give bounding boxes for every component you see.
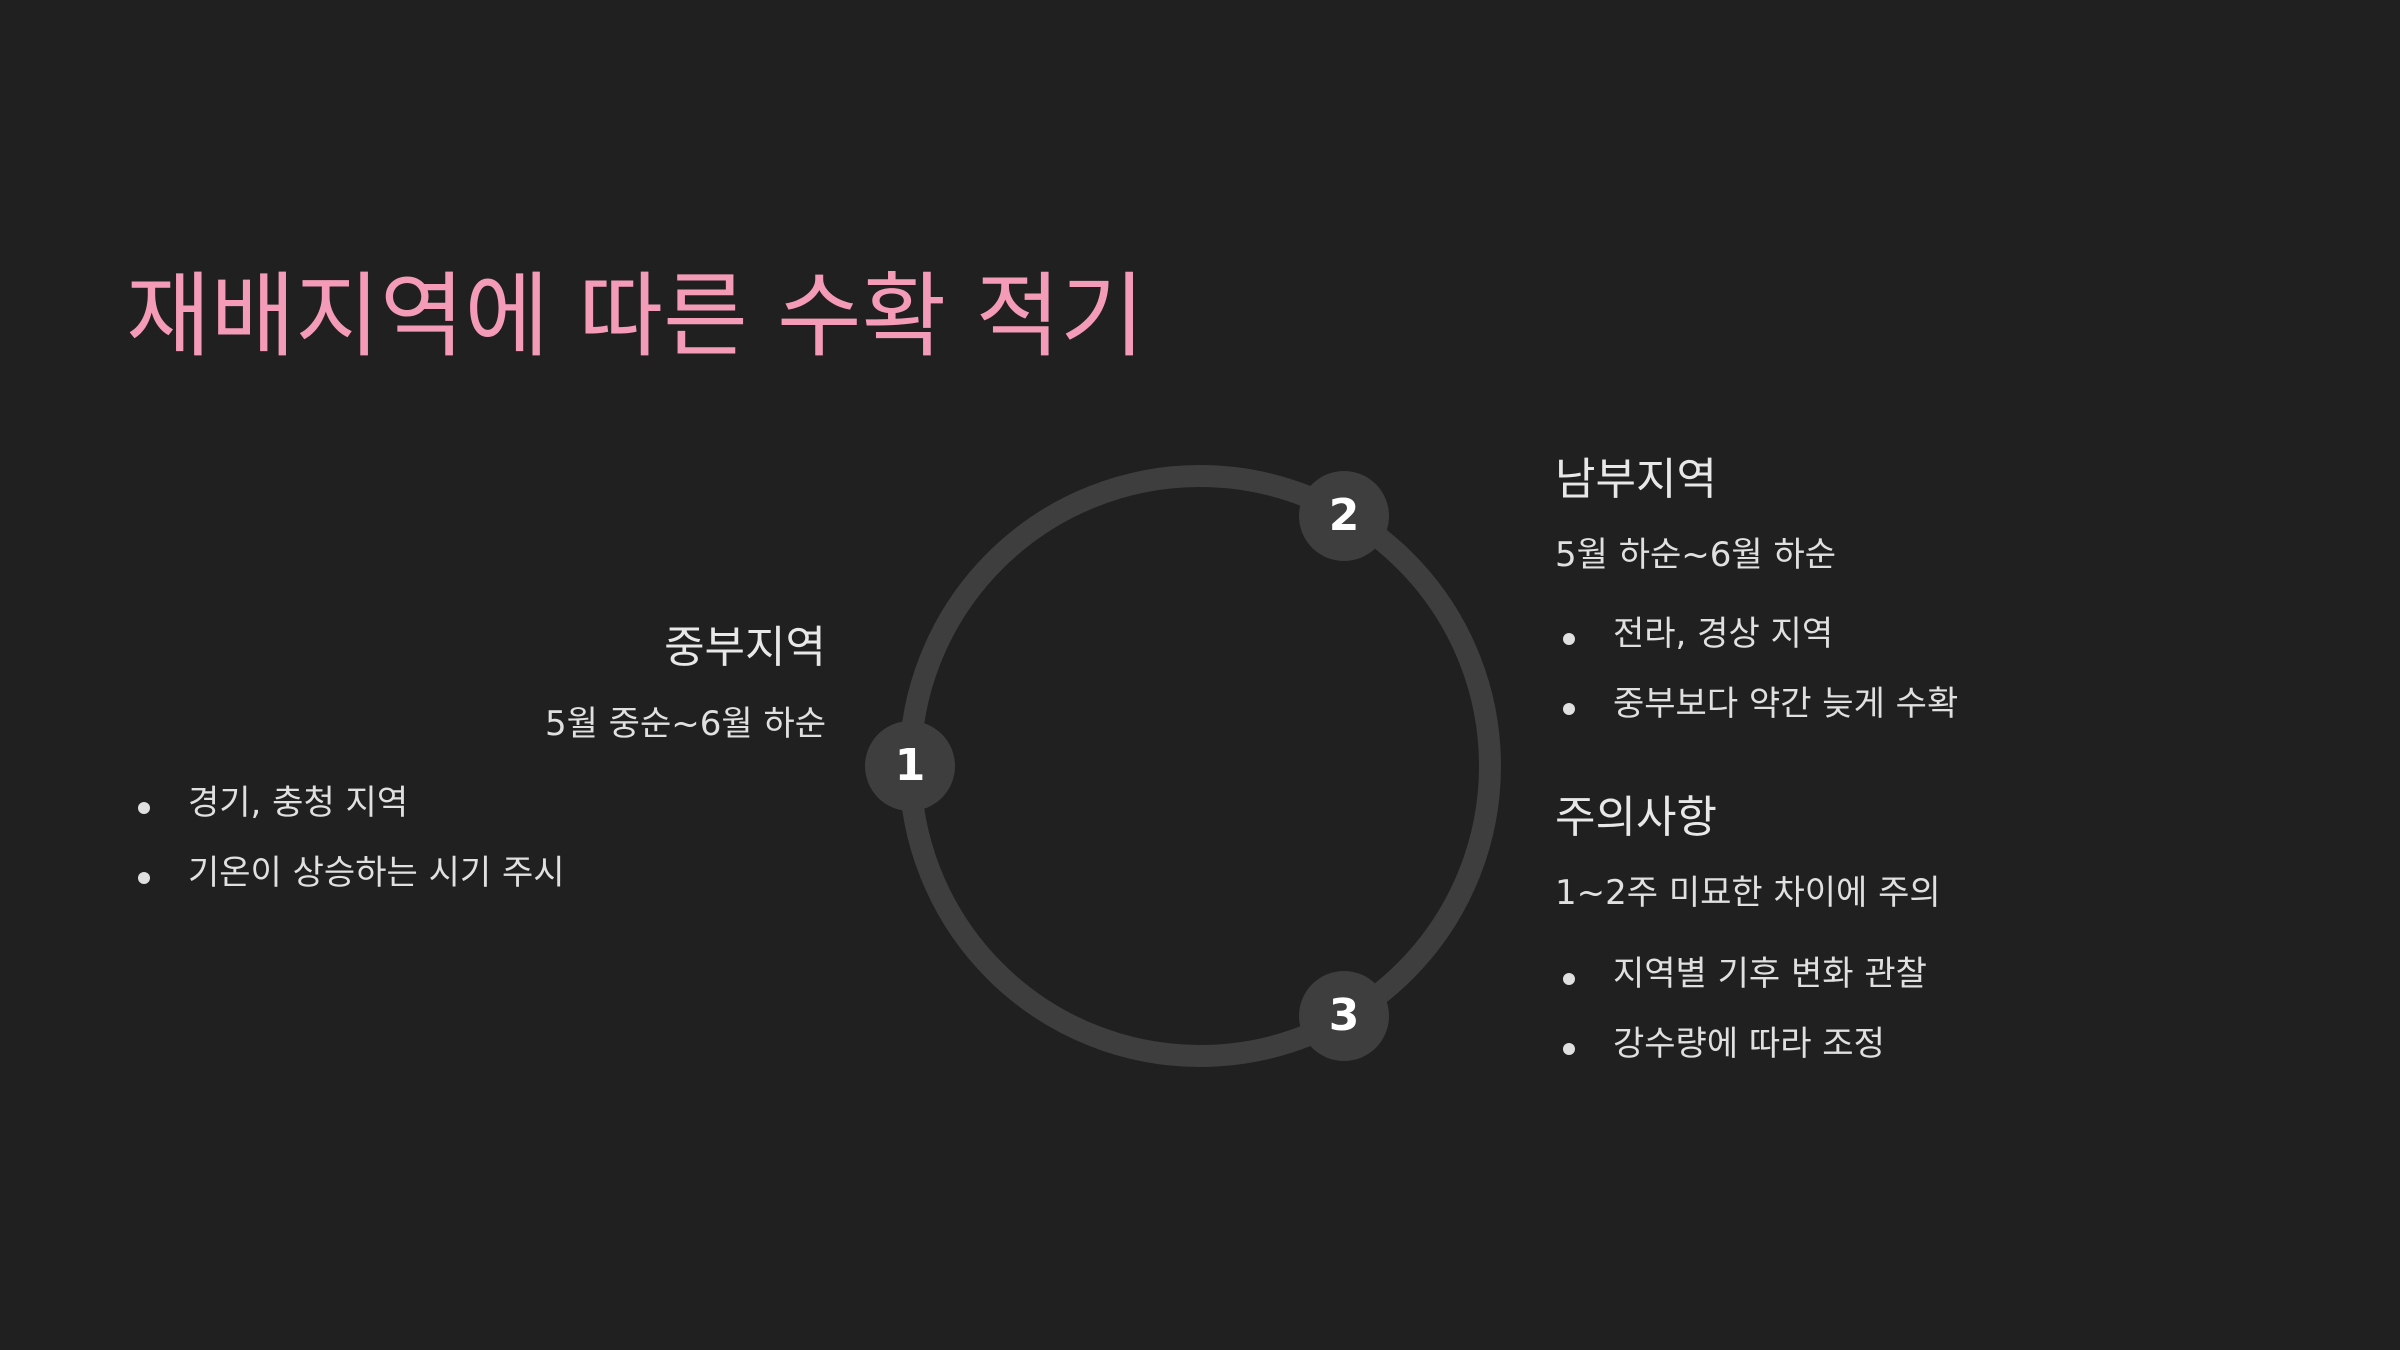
bullet-dot	[138, 802, 150, 814]
central-region-bullets: 경기, 충청 지역 기온이 상승하는 시기 주시	[130, 783, 565, 923]
slide-title: 재배지역에 따른 수확 적기	[126, 263, 1145, 370]
bullet-dot	[1563, 973, 1575, 985]
list-item: 경기, 충청 지역	[130, 783, 565, 824]
list-item: 전라, 경상 지역	[1555, 614, 1958, 655]
step-marker-2: 2	[1299, 471, 1389, 561]
bullet-text: 중부보다 약간 늦게 수확	[1613, 683, 1959, 724]
bullet-dot	[1563, 702, 1575, 715]
bullet-dot	[138, 871, 150, 884]
bullet-text: 지역별 기후 변화 관찰	[1613, 954, 1927, 994]
bullet-text: 강수량에 따라 조정	[1613, 1023, 1885, 1064]
caution-bullets: 지역별 기후 변화 관찰 강수량에 따라 조정	[1555, 954, 1927, 1094]
list-item: 강수량에 따라 조정	[1555, 1024, 1927, 1065]
bullet-text: 기온이 상승하는 시기 주시	[188, 852, 565, 893]
step-marker-1: 1	[865, 721, 955, 811]
list-item: 중부보다 약간 늦게 수확	[1555, 684, 1958, 725]
caution-heading: 주의사항	[1555, 792, 1717, 843]
bullet-text: 경기, 충청 지역	[188, 783, 409, 823]
bullet-text: 전라, 경상 지역	[1613, 614, 1834, 654]
list-item: 기온이 상승하는 시기 주시	[130, 853, 565, 894]
southern-region-period: 5월 하순~6월 하순	[1555, 535, 1837, 575]
southern-region-heading: 남부지역	[1555, 454, 1717, 505]
central-region-period: 5월 중순~6월 하순	[544, 704, 826, 744]
step-marker-3: 3	[1299, 971, 1389, 1061]
bullet-dot	[1563, 1042, 1575, 1055]
southern-region-bullets: 전라, 경상 지역 중부보다 약간 늦게 수확	[1555, 614, 1958, 754]
list-item: 지역별 기후 변화 관찰	[1555, 954, 1927, 995]
caution-period: 1~2주 미묘한 차이에 주의	[1555, 873, 1941, 913]
central-region-heading: 중부지역	[664, 622, 826, 673]
cycle-ring-circle	[899, 465, 1501, 1067]
bullet-dot	[1563, 633, 1575, 645]
